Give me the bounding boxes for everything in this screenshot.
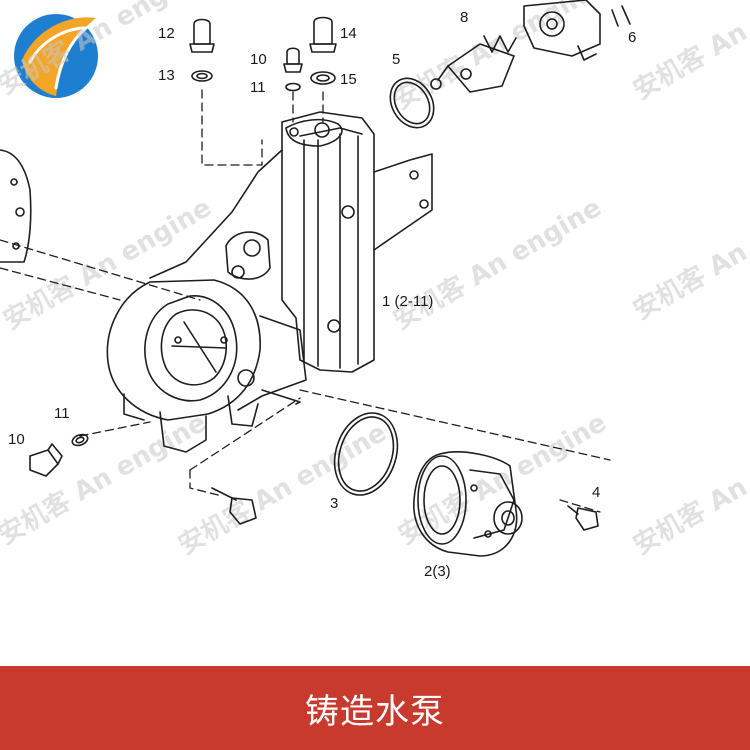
part-label: 13: [158, 67, 175, 84]
part-label: 1 (2-11): [382, 293, 433, 310]
bolt-14: [309, 16, 337, 53]
bolt-4: [567, 505, 599, 531]
part-label: 14: [340, 25, 357, 42]
watermark-text: 安机客 An engine: [388, 192, 607, 336]
washer-11-lower: [71, 433, 89, 447]
left-flange-part: [0, 149, 32, 263]
banner-title: 铸造水泵: [305, 691, 445, 732]
part-label: 10: [250, 51, 267, 68]
exploded-parts-diagram: 安机客 An engine 安机客 An engine 安机客 An engin…: [0, 0, 750, 580]
gasket-3: [333, 412, 399, 496]
leader-lines: [0, 89, 611, 513]
part-label: 11: [250, 79, 266, 96]
watermark-text: 安机客 An engine: [628, 182, 750, 326]
bolt-10: [283, 47, 303, 73]
water-pump-2: [413, 451, 523, 557]
bolt-12: [189, 18, 215, 53]
watermark-text: 安机客 An engine: [0, 192, 217, 336]
bolt-10-lower: [29, 443, 63, 477]
part-labels: 12 14 8 13 10 5 11 15 1 (2-11) 11 10 3 4…: [8, 9, 636, 580]
part-label: 12: [158, 25, 175, 42]
watermarks: 安机客 An engine 安机客 An engine 安机客 An engin…: [0, 0, 750, 561]
watermark-text: 安机客 An engine: [628, 0, 750, 106]
part-label: 4: [592, 484, 600, 501]
watermark-text: 安机客 An engine: [388, 0, 607, 116]
o-ring-5: [389, 77, 435, 129]
washer-15: [310, 71, 336, 85]
brand-logo-icon: [14, 14, 98, 98]
washer-11: [285, 82, 301, 92]
part-label: 8: [460, 9, 468, 26]
part-label: 11: [54, 405, 70, 422]
bolt-center: [211, 487, 257, 525]
part-label: 6: [628, 29, 636, 46]
part-label: 15: [340, 71, 357, 88]
part-label: 3: [330, 495, 338, 512]
water-pump-housing: [106, 111, 433, 453]
cover-part-6: [523, 0, 631, 61]
part-label: 5: [392, 51, 400, 68]
washer-13: [191, 70, 213, 82]
part-label: 2(3): [424, 563, 451, 580]
title-banner: 铸造水泵: [0, 666, 750, 750]
watermark-text: 安机客 An engine: [0, 407, 212, 551]
watermark-text: 安机客 An engine: [628, 417, 750, 561]
thermostat-8: [430, 35, 517, 93]
part-label: 10: [8, 431, 25, 448]
